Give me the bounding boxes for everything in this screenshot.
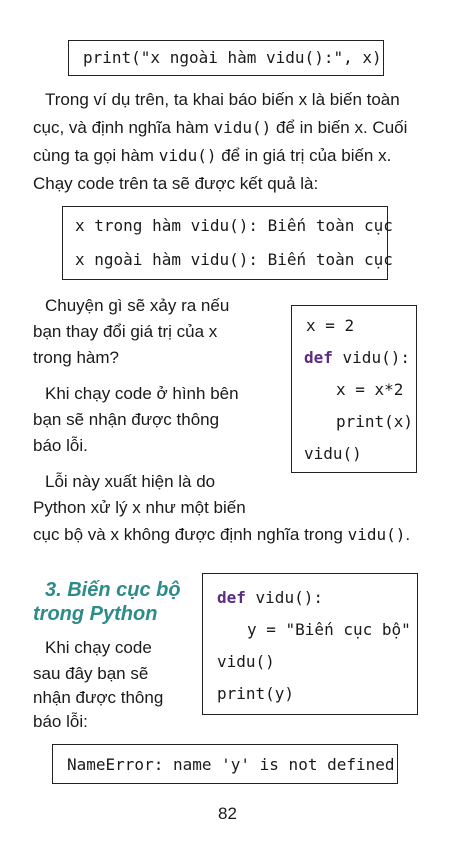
explain-line-2: bạn sẽ nhận được thông xyxy=(33,406,219,434)
section-text-3: nhận được thông xyxy=(33,688,164,707)
section-title-2: trong Python xyxy=(33,602,157,627)
top-code-box: print("x ngoài hàm vidu():", x) xyxy=(68,40,384,76)
intro-text-1: Trong ví dụ trên, ta khai báo biến x là … xyxy=(45,90,400,109)
intro-text-3a: cùng ta gọi hàm xyxy=(33,146,159,165)
question-line-3: trong hàm? xyxy=(33,344,119,372)
error-line-2: Python xử lý x như một biến xyxy=(33,494,246,522)
explain-text-3: báo lỗi. xyxy=(33,436,88,455)
section-title: 3. Biến cục bộ xyxy=(45,578,181,603)
code1-line-5: vidu() xyxy=(304,444,362,463)
intro-line-1: Trong ví dụ trên, ta khai báo biến x là … xyxy=(45,86,400,114)
section-text-2: sau đây bạn sẽ xyxy=(33,664,149,683)
section-text-line-3: nhận được thông xyxy=(33,684,183,712)
section-text-1: Khi chạy code xyxy=(45,638,152,657)
code1-line-3: x = x*2 xyxy=(336,380,404,399)
code2-line-4: print(y) xyxy=(217,684,295,703)
code2-line-1: def vidu(): xyxy=(217,588,323,607)
intro-text-2b: để in biến x. Cuối xyxy=(271,118,408,137)
question-text-3: trong hàm? xyxy=(33,348,119,367)
intro-code-2: vidu() xyxy=(213,118,272,137)
question-line-2: bạn thay đổi giá trị của x xyxy=(33,318,259,346)
section-text-4: báo lỗi: xyxy=(33,712,88,731)
section-title-line-2: trong Python xyxy=(33,603,158,625)
error-text-2: Python xử lý x như một biến xyxy=(33,498,246,517)
code1-line-2-rest: vidu(): xyxy=(332,348,410,367)
question-text-1: Chuyện gì sẽ xảy ra nếu xyxy=(45,296,230,315)
code-box-2: def vidu(): y = "Biến cục bộ" vidu() pri… xyxy=(202,573,418,715)
error-text-3a: cục bộ và x không được định nghĩa trong xyxy=(33,525,348,544)
question-line-1: Chuyện gì sẽ xảy ra nếu xyxy=(45,292,255,320)
error-line-1: Lỗi này xuất hiện là do xyxy=(45,468,215,496)
error-text-3b: . xyxy=(405,525,411,544)
intro-text-3b: để in giá trị của biến x. xyxy=(216,146,392,165)
error-code-3: vidu() xyxy=(347,525,406,544)
intro-text-4: Chạy code trên ta sẽ được kết quả là: xyxy=(33,174,319,193)
output-line-2: x ngoài hàm vidu(): Biến toàn cục xyxy=(75,250,393,269)
output-box: x trong hàm vidu(): Biến toàn cục x ngoà… xyxy=(62,206,393,280)
top-code-line: print("x ngoài hàm vidu():", x) xyxy=(83,48,382,67)
code1-line-1: x = 2 xyxy=(306,316,355,335)
explain-line-1: Khi chạy code ở hình bên xyxy=(45,380,239,408)
explain-text-1: Khi chạy code ở hình bên xyxy=(45,384,239,403)
code2-line-1-rest: vidu(): xyxy=(245,588,323,607)
section-text-line-2: sau đây bạn sẽ xyxy=(33,660,183,688)
question-text-2: bạn thay đổi giá trị của x xyxy=(33,322,218,341)
explain-line-3: báo lỗi. xyxy=(33,432,88,460)
error-box: NameError: name 'y' is not defined xyxy=(52,744,398,784)
output-line-1: x trong hàm vidu(): Biến toàn cục xyxy=(75,216,393,235)
error-text-1: Lỗi này xuất hiện là do xyxy=(45,472,216,491)
section-text-line-4: báo lỗi: xyxy=(33,708,88,736)
section-title-line-1: 3. Biến cục bộ xyxy=(45,579,181,601)
code2-line-3: vidu() xyxy=(217,652,275,671)
def-keyword-2: def xyxy=(217,588,246,607)
intro-code-3: vidu() xyxy=(158,146,217,165)
code2-line-2: y = "Biến cục bộ" xyxy=(247,620,411,639)
error-box-text: NameError: name 'y' is not defined xyxy=(67,755,395,774)
intro-line-2: cục, và định nghĩa hàm vidu() để in biến… xyxy=(33,114,407,142)
def-keyword: def xyxy=(304,348,333,367)
section-text-line-1: Khi chạy code xyxy=(45,634,183,662)
error-line-3: cục bộ và x không được định nghĩa trong … xyxy=(33,521,410,549)
code1-line-4: print(x) xyxy=(336,412,414,431)
code1-line-2: def vidu(): xyxy=(304,348,410,367)
intro-line-3: cùng ta gọi hàm vidu() để in giá trị của… xyxy=(33,142,391,170)
code-box-1: x = 2 def vidu(): x = x*2 print(x) vidu(… xyxy=(291,305,417,473)
intro-text-2a: cục, và định nghĩa hàm xyxy=(33,118,214,137)
page-number: 82 xyxy=(218,804,237,823)
intro-line-4: Chạy code trên ta sẽ được kết quả là: xyxy=(33,170,318,198)
explain-text-2: bạn sẽ nhận được thông xyxy=(33,410,220,429)
